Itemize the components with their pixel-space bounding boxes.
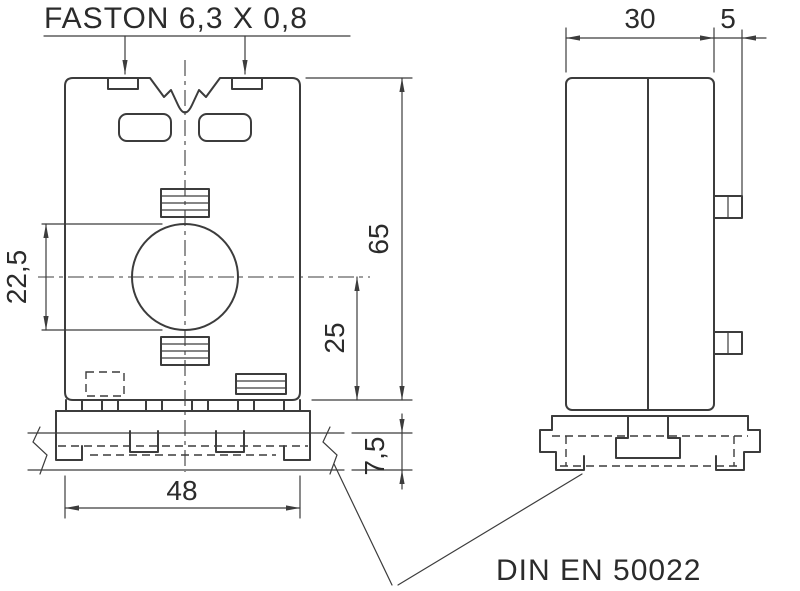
dimension-body-width: 48 bbox=[64, 475, 301, 519]
side-foot-center-clip bbox=[615, 415, 681, 459]
din-rail-callout: DIN EN 50022 bbox=[333, 463, 701, 587]
dimension-hole-width: 22,5 bbox=[1, 223, 163, 331]
dim-body-width-label: 48 bbox=[166, 475, 197, 506]
side-foot-din-rail bbox=[539, 415, 761, 471]
dim-side-depth-label: 30 bbox=[624, 3, 655, 34]
slot-right bbox=[198, 113, 252, 142]
faston-tab-right bbox=[231, 77, 263, 90]
rail-break-left bbox=[32, 426, 48, 475]
front-body-outline bbox=[64, 77, 301, 401]
dimension-tab-depth: 5 bbox=[713, 3, 767, 41]
foot-hook-right bbox=[283, 430, 311, 461]
front-view bbox=[38, 60, 370, 472]
foot-clip-right bbox=[215, 430, 245, 453]
side-tab-lower bbox=[713, 331, 743, 355]
dim-center-to-base-label: 25 bbox=[319, 322, 350, 353]
slot-left bbox=[118, 113, 172, 142]
dim-body-height-label: 65 bbox=[363, 223, 394, 254]
rail-break-right bbox=[322, 426, 338, 475]
foot-hook-left bbox=[55, 430, 83, 461]
dim-rail-depth-label: 7,5 bbox=[359, 437, 390, 476]
dimension-center-to-base: 25 bbox=[319, 276, 360, 401]
din-rail-label: DIN EN 50022 bbox=[496, 554, 701, 587]
hidden-detail-rect bbox=[85, 371, 125, 397]
side-foot-hook-left bbox=[539, 415, 585, 471]
side-foot-hook-right bbox=[715, 415, 761, 471]
dim-hole-width-label: 22,5 bbox=[1, 250, 32, 305]
din-leader-right bbox=[397, 473, 583, 586]
dim-tab-depth-label: 5 bbox=[720, 3, 736, 34]
side-body-outline bbox=[565, 77, 715, 411]
side-view bbox=[565, 29, 743, 411]
faston-tab-left bbox=[107, 77, 139, 90]
faston-label: FASTON 6,3 X 0,8 bbox=[44, 2, 308, 35]
dimension-side-depth: 30 bbox=[565, 3, 715, 73]
front-foot-din-rail bbox=[27, 399, 345, 475]
faston-callout: FASTON 6,3 X 0,8 bbox=[43, 2, 351, 75]
terminal-detail bbox=[235, 373, 287, 395]
dimension-rail-depth: 7,5 bbox=[351, 413, 413, 490]
side-tab-upper bbox=[713, 195, 743, 219]
foot-clip-left bbox=[129, 430, 159, 453]
dimension-body-height: 65 bbox=[305, 77, 413, 401]
din-leader-left bbox=[333, 463, 393, 586]
